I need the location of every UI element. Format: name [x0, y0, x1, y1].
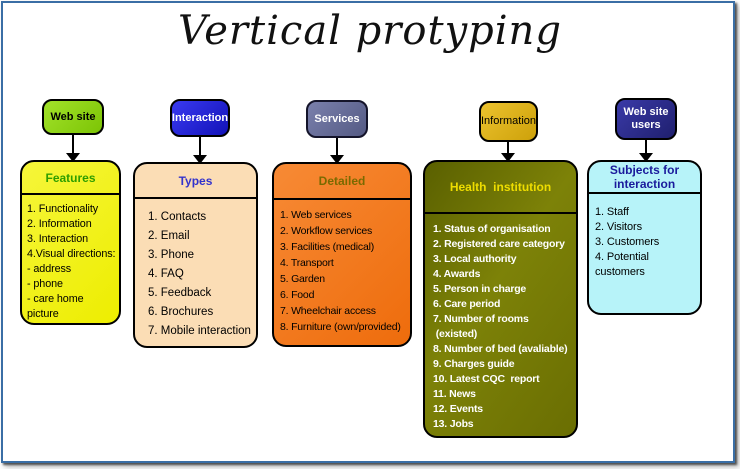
- list-item: 1. Staff: [595, 206, 629, 218]
- box-health-institution-title: Health institution: [425, 162, 576, 214]
- list-item: 2. Registered care category: [433, 238, 565, 250]
- node-interaction-label: Interaction: [171, 111, 229, 124]
- list-item: 2. Visitors: [595, 221, 642, 233]
- node-information-label: Information: [480, 115, 537, 127]
- arrow-down-icon: [193, 137, 207, 164]
- list-item: 3. Phone: [148, 249, 195, 261]
- box-detailed: Detailed 1. Web services 2. Workflow serv…: [272, 162, 412, 347]
- list-item: 4. FAQ: [148, 268, 184, 280]
- arrow-head: [330, 155, 344, 164]
- diagram-title: Vertical protyping: [178, 8, 562, 54]
- arrow-shaft: [507, 142, 509, 156]
- box-features-title: Features: [22, 162, 119, 195]
- arrow-head: [501, 153, 515, 162]
- arrow-down-icon: [639, 140, 653, 162]
- list-item: 10. Latest CQC report: [433, 373, 540, 385]
- arrow-shaft: [645, 140, 647, 156]
- box-detailed-title: Detailed: [274, 164, 410, 200]
- list-item: 11. News: [433, 388, 476, 400]
- list-item: 5. Garden: [280, 273, 325, 285]
- arrow-head: [193, 155, 207, 164]
- list-item: 2. Email: [148, 230, 190, 242]
- list-item: 8. Number of bed (avaliable): [433, 343, 568, 355]
- list-item: 3. Local authority: [433, 253, 517, 265]
- node-services: Services: [306, 100, 368, 138]
- arrow-down-icon: [501, 142, 515, 162]
- list-item: 1. Contacts: [148, 211, 207, 223]
- node-web-site-users: Web site users: [615, 98, 677, 140]
- list-item: 1. Status of organisation: [433, 223, 551, 235]
- list-item: - care home picture: [27, 293, 87, 320]
- arrow-head: [66, 153, 80, 162]
- list-item: 13. Jobs: [433, 418, 474, 430]
- node-information: Information: [479, 101, 538, 142]
- node-web-site-label: Web site: [50, 110, 96, 123]
- box-types-title: Types: [135, 164, 256, 199]
- arrow-down-icon: [330, 138, 344, 164]
- list-item: - map: [27, 322, 118, 323]
- box-health-institution-list: 1. Status of organisation 2. Registered c…: [425, 214, 576, 432]
- list-item: 7. Wheelchair access: [280, 305, 376, 317]
- arrow-shaft: [336, 138, 338, 158]
- list-item: 9. Charges guide: [433, 358, 515, 370]
- list-item: 7. Number of rooms: [433, 313, 529, 325]
- list-item: 4.Visual directions:: [27, 248, 116, 260]
- arrow-head: [639, 153, 653, 162]
- list-item: 3. Interaction: [27, 233, 89, 245]
- list-item: 2. Workflow services: [280, 225, 373, 237]
- box-health-institution: Health institution 1. Status of organisa…: [423, 160, 578, 438]
- list-item: - phone: [27, 278, 63, 290]
- list-item: 12. Events: [433, 403, 483, 415]
- list-item: 2. Information: [27, 218, 92, 230]
- list-item: - address: [27, 263, 72, 275]
- list-item: 6. Brochures: [148, 306, 214, 318]
- box-features-list: 1. Functionality 2. Information 3. Interac…: [22, 195, 119, 323]
- list-item: 4. Potential customers: [595, 251, 655, 278]
- list-item: 8. Furniture (own/provided): [280, 321, 401, 333]
- node-services-label: Services: [314, 112, 360, 125]
- arrow-shaft: [199, 137, 201, 158]
- box-features: Features 1. Functionality 2. Information 3…: [20, 160, 121, 325]
- list-item: 5. Person in charge: [433, 283, 527, 295]
- box-subjects-list: 1. Staff 2. Visitors 3. Customers 4. Potent…: [589, 194, 700, 280]
- box-types-list: 1. Contacts 2. Email 3. Phone 4. FAQ 5. Feed…: [135, 199, 256, 341]
- list-item: 3. Facilities (medical): [280, 241, 375, 253]
- node-web-site: Web site: [42, 99, 104, 135]
- box-subjects-title: Subjects for interaction: [589, 162, 700, 194]
- node-interaction: Interaction: [170, 99, 230, 137]
- list-item: 6. Care period: [433, 298, 501, 310]
- list-item: (existed): [433, 328, 478, 340]
- list-item: 5. Feedback: [148, 287, 212, 299]
- arrow-down-icon: [66, 135, 80, 162]
- box-detailed-list: 1. Web services 2. Workflow services 3. Fa…: [274, 200, 410, 335]
- list-item: 4. Awards: [433, 268, 481, 280]
- box-types: Types 1. Contacts 2. Email 3. Phone 4. FAQ 5…: [133, 162, 258, 348]
- list-item: 1. Web services: [280, 209, 352, 221]
- list-item: 4. Transport: [280, 257, 334, 269]
- list-item: 1. Functionality: [27, 203, 99, 215]
- list-item: 7. Mobile interaction: [148, 325, 251, 337]
- list-item: 6. Food: [280, 289, 315, 301]
- node-web-site-users-label: Web site users: [623, 106, 669, 131]
- box-subjects-for-interaction: Subjects for interaction 1. Staff 2. Visi…: [587, 160, 702, 315]
- list-item: 3. Customers: [595, 236, 660, 248]
- arrow-shaft: [72, 135, 74, 156]
